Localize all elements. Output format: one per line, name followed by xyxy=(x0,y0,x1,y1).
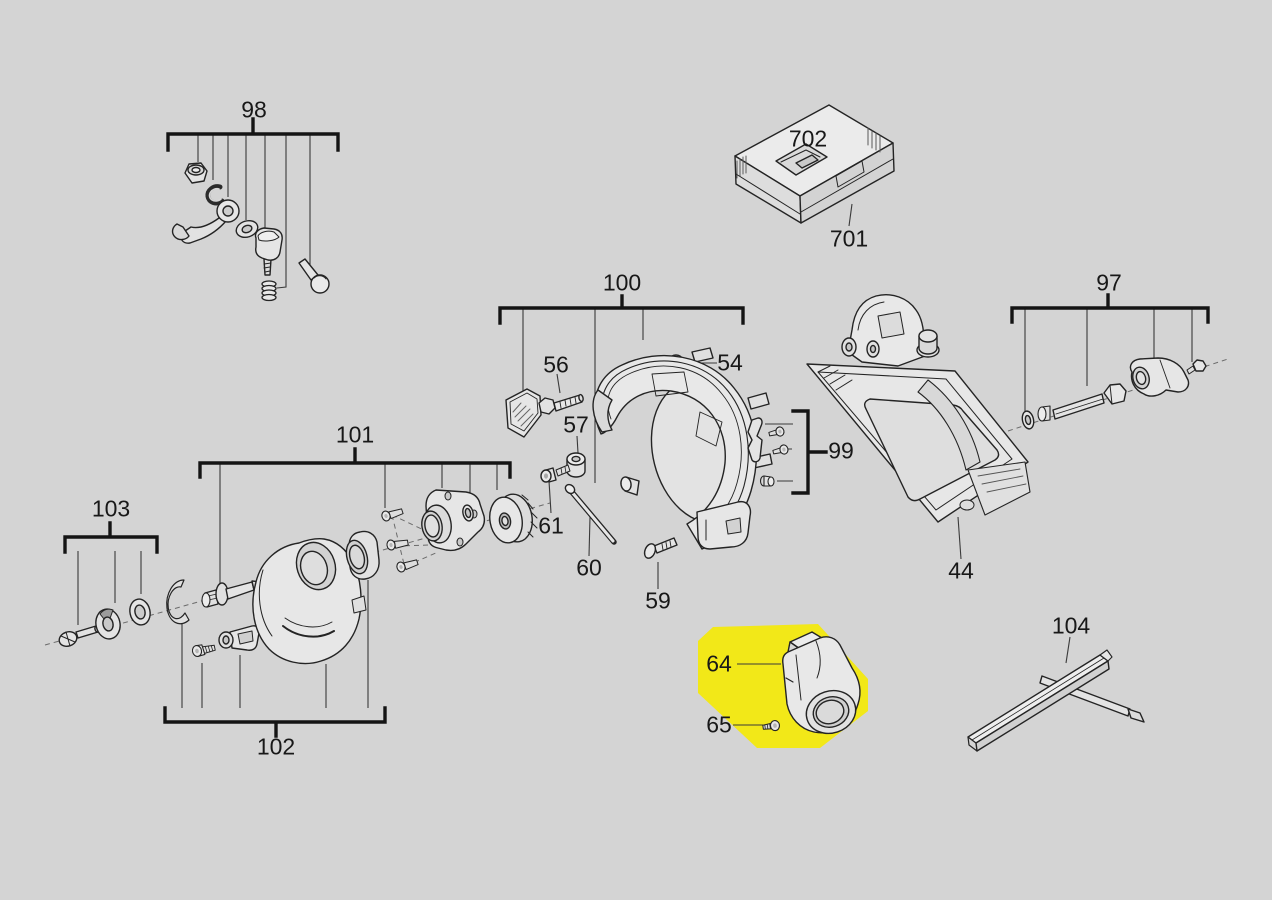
part-base-plate-44 xyxy=(806,294,1031,523)
callout-65[interactable]: 65 xyxy=(706,711,732,738)
part-lever-bracket xyxy=(171,199,240,244)
part-retaining-ring xyxy=(462,504,474,522)
callout-57[interactable]: 57 xyxy=(563,411,589,438)
part-flat-washer-98 xyxy=(235,219,259,239)
part-roller-57 xyxy=(566,452,586,478)
callout-44[interactable]: 44 xyxy=(948,557,974,584)
callout-103[interactable]: 103 xyxy=(91,495,131,522)
part-upper-guard-assembly xyxy=(592,347,773,550)
part-battery-latch xyxy=(795,154,819,169)
callout-56[interactable]: 56 xyxy=(543,351,569,378)
part-e-clip xyxy=(205,184,225,206)
callout-60[interactable]: 60 xyxy=(576,554,602,581)
part-lever-97 xyxy=(1129,357,1190,397)
part-gear xyxy=(489,493,538,544)
callout-99[interactable]: 99 xyxy=(828,437,854,464)
callout-61[interactable]: 61 xyxy=(538,512,564,539)
part-bushing-100 xyxy=(620,476,640,496)
part-bolt-56 xyxy=(538,393,584,415)
part-washer-103 xyxy=(129,598,151,626)
part-bolt-59 xyxy=(643,537,678,559)
bracket-102 xyxy=(163,706,387,738)
bracket-99 xyxy=(791,409,828,495)
part-screw-65 xyxy=(762,720,781,732)
callout-59[interactable]: 59 xyxy=(645,587,671,614)
callout-54[interactable]: 54 xyxy=(717,349,743,376)
callout-101[interactable]: 101 xyxy=(335,421,375,448)
callout-104[interactable]: 104 xyxy=(1051,612,1091,639)
bracket-97 xyxy=(1010,293,1210,324)
part-screw-61 xyxy=(540,464,571,483)
part-lock-nut xyxy=(184,162,208,184)
part-spacer-97 xyxy=(1037,405,1051,422)
part-lever-102 xyxy=(218,625,260,651)
part-pivot-bolt-97 xyxy=(1052,383,1127,420)
bracket-101 xyxy=(198,447,512,479)
part-cup-cylinder xyxy=(345,530,380,580)
callout-702[interactable]: 702 xyxy=(788,125,828,152)
part-lower-guard xyxy=(252,538,367,665)
part-flange-bolt-103 xyxy=(58,625,100,647)
part-washer-97 xyxy=(1021,410,1035,430)
bracket-103 xyxy=(63,521,159,554)
part-clip-99 xyxy=(747,417,763,463)
part-cam-washer-103 xyxy=(95,608,121,640)
part-pin-60 xyxy=(564,483,617,545)
callout-701[interactable]: 701 xyxy=(829,225,869,252)
part-spring xyxy=(261,280,277,302)
part-ferrule-99 xyxy=(759,475,775,487)
part-screw-102 xyxy=(191,644,216,658)
callout-102[interactable]: 102 xyxy=(256,733,296,760)
part-snap-ring xyxy=(166,579,190,625)
bracket-98 xyxy=(166,117,340,152)
callout-100[interactable]: 100 xyxy=(602,269,642,296)
part-carriage-bolt xyxy=(298,258,330,294)
callout-98[interactable]: 98 xyxy=(241,96,267,123)
bracket-100 xyxy=(498,294,745,325)
part-screws-101 xyxy=(381,508,419,573)
callout-97[interactable]: 97 xyxy=(1096,269,1122,296)
part-rip-fence-104 xyxy=(967,649,1145,752)
part-dust-chute-64[interactable] xyxy=(782,631,862,740)
part-bearing-flange xyxy=(421,489,486,552)
part-screw-99b xyxy=(772,444,789,455)
callout-64[interactable]: 64 xyxy=(706,650,732,677)
part-screw-97 xyxy=(1186,359,1207,375)
part-screw-99a xyxy=(768,426,785,437)
part-thumb-knob xyxy=(254,227,283,276)
part-spindle xyxy=(201,580,263,608)
part-battery-pack xyxy=(734,104,895,224)
part-brand-plate xyxy=(505,388,542,438)
